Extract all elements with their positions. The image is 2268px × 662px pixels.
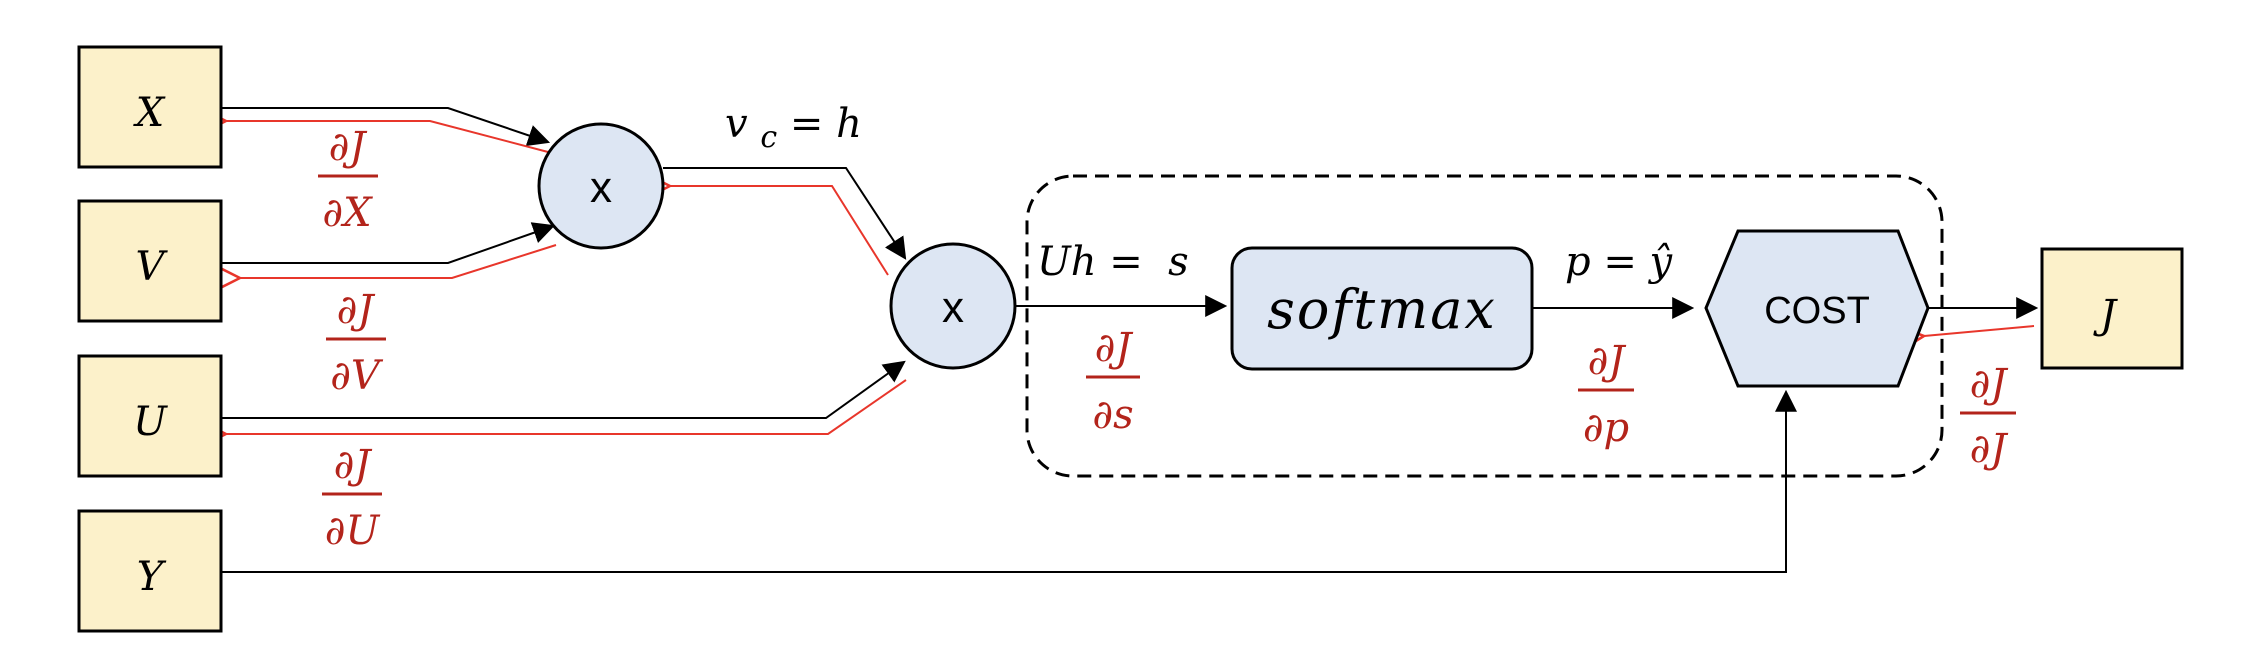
- softmax-node: softmax: [1230, 246, 1534, 371]
- multiply-node-2-label: x: [942, 283, 964, 332]
- gradient-dj-du: ∂J ∂U: [322, 442, 382, 554]
- input-label-v: V: [136, 244, 169, 290]
- gradient-dj-dx: ∂J ∂X: [318, 124, 378, 236]
- edge-u-to-mult2: [218, 360, 906, 419]
- cost-node-label: COST: [1764, 290, 1870, 332]
- input-box-v: V: [77, 199, 223, 323]
- label-vc-h: v c = h: [725, 101, 862, 155]
- gradient-dj-dx-den: ∂X: [322, 190, 373, 236]
- multiply-node-1-label: x: [590, 163, 612, 212]
- gradient-dj-ds-num: ∂J: [1095, 325, 1134, 371]
- edge-x-to-mult1: [222, 107, 551, 147]
- edge-mult1-to-mult2: [663, 167, 907, 260]
- gradient-dj-dj-num: ∂J: [1970, 361, 2009, 407]
- label-p-yhat: p = ŷ: [1565, 239, 1674, 285]
- gradient-dj-ds: ∂J ∂s: [1086, 325, 1140, 438]
- gradient-dj-dv: ∂J ∂V: [326, 287, 386, 399]
- input-label-x: X: [133, 90, 166, 136]
- label-vc-h-rest: = h: [777, 101, 862, 147]
- grad-edge-mult1-to-x: [226, 121, 549, 153]
- cost-node: COST: [1704, 229, 1930, 388]
- label-vc-h-subscript: c: [760, 120, 777, 155]
- gradient-dj-dj-den: ∂J: [1970, 426, 2009, 472]
- gradient-dj-dv-den: ∂V: [330, 353, 384, 399]
- gradient-dj-dp-num: ∂J: [1588, 338, 1627, 384]
- output-box-j: J: [2040, 247, 2184, 370]
- gradient-dj-dp: ∂J ∂p: [1578, 338, 1634, 451]
- softmax-cost-group: [1025, 174, 1944, 478]
- gradient-dj-du-num: ∂J: [334, 442, 373, 488]
- input-label-u: U: [133, 399, 168, 445]
- gradient-dj-dx-num: ∂J: [329, 124, 368, 170]
- grad-edge-mult1-to-v: [240, 244, 557, 278]
- input-box-x: X: [77, 45, 223, 169]
- input-label-y: Y: [137, 554, 167, 600]
- gradient-dj-dv-num: ∂J: [337, 287, 376, 333]
- gradient-dj-dj: ∂J ∂J: [1960, 361, 2016, 472]
- gradient-dj-dp-den: ∂p: [1583, 405, 1629, 451]
- gradient-dj-ds-den: ∂s: [1092, 392, 1133, 438]
- multiply-node-1: x: [537, 122, 665, 250]
- label-vc-h-text: v: [725, 101, 748, 147]
- grad-edge-mult2-to-mult1: [670, 186, 889, 276]
- multiply-node-2: x: [889, 242, 1017, 370]
- label-uh-s: Uh = s: [1037, 239, 1189, 285]
- grad-edge-mult2-to-u: [226, 379, 907, 434]
- grad-edge-j-to-cost: [1924, 325, 2035, 336]
- edge-v-to-mult1: [222, 222, 556, 264]
- softmax-node-label: softmax: [1267, 278, 1497, 341]
- gradient-dj-du-den: ∂U: [325, 508, 381, 554]
- input-box-u: U: [77, 354, 223, 478]
- edge-y-to-cost: [222, 389, 1797, 573]
- input-box-y: Y: [77, 509, 223, 633]
